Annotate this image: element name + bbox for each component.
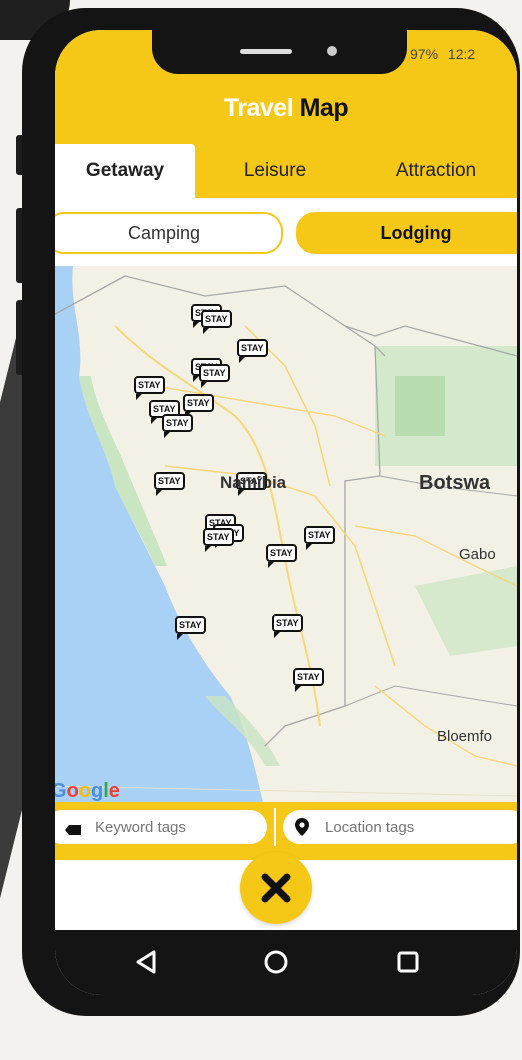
map-view[interactable]: STAY STAY STAY STAY STAY STAY STAY STAY …: [55, 266, 517, 812]
marker-label: STAY: [236, 472, 267, 490]
clock: 12:2: [447, 46, 476, 62]
phone-notch: [152, 30, 407, 74]
google-logo-letter: G: [55, 780, 67, 802]
lodging-marker[interactable]: STAY: [272, 614, 303, 638]
phone-side-button: [16, 208, 26, 283]
title-map: Map: [299, 94, 349, 122]
google-logo-letter: e: [108, 780, 120, 802]
lodging-marker[interactable]: STAY: [237, 339, 268, 363]
tag-search-bar: [55, 802, 517, 860]
lodging-marker[interactable]: STAY: [201, 310, 232, 334]
lodging-filter-button[interactable]: Lodging: [296, 212, 517, 254]
speaker: [240, 49, 292, 54]
recents-button[interactable]: [390, 944, 426, 980]
marker-label: STAY: [199, 364, 230, 382]
marker-label: STAY: [154, 472, 185, 490]
marker-label: STAY: [304, 526, 335, 544]
google-logo-letter: o: [78, 780, 91, 802]
marker-label: STAY: [237, 339, 268, 357]
lodging-marker[interactable]: STAY: [199, 364, 230, 388]
lodging-marker[interactable]: STAY: [293, 668, 324, 692]
recents-square-icon: [397, 951, 419, 973]
marker-label: STAY: [162, 414, 193, 432]
tab-attraction[interactable]: Attraction: [395, 160, 477, 181]
map-label-bloemfontein: Bloemfo: [437, 728, 493, 745]
marker-label: STAY: [134, 376, 165, 394]
keyword-tags-field[interactable]: [55, 810, 267, 844]
page-title: Travel Map: [55, 94, 517, 123]
map-label-gaborone: Gabo: [459, 546, 496, 563]
tag-icon: [65, 822, 81, 835]
google-logo-letter: g: [91, 780, 104, 802]
location-pin-icon: [295, 818, 309, 836]
location-tags-input[interactable]: [323, 817, 477, 837]
marker-label: STAY: [175, 616, 206, 634]
tab-getaway[interactable]: Getaway: [55, 144, 195, 198]
marker-label: STAY: [293, 668, 324, 686]
lodging-marker[interactable]: STAY: [203, 528, 234, 552]
lodging-marker[interactable]: STAY: [134, 376, 165, 400]
bottom-action-area: [55, 852, 517, 930]
home-button[interactable]: [258, 944, 294, 980]
lodging-marker[interactable]: STAY: [236, 472, 267, 496]
android-nav-bar: [55, 930, 517, 995]
tab-leisure[interactable]: Leisure: [243, 160, 307, 181]
close-icon: [261, 873, 291, 903]
marker-label: STAY: [272, 614, 303, 632]
phone-side-button: [16, 135, 26, 175]
marker-label: STAY: [203, 528, 234, 546]
lodging-marker[interactable]: STAY: [162, 414, 193, 438]
lodging-marker[interactable]: STAY: [183, 394, 214, 418]
close-button[interactable]: [240, 852, 312, 924]
home-circle-icon: [264, 950, 288, 974]
camping-filter-button[interactable]: Camping: [55, 212, 283, 254]
map-label-namibia: Namibia: [220, 473, 287, 492]
camera: [327, 46, 337, 56]
lodging-marker[interactable]: STAY: [154, 472, 185, 496]
marker-label: STAY: [183, 394, 214, 412]
status-bar: 97% 12:2: [397, 46, 475, 62]
keyword-tags-input[interactable]: [93, 817, 247, 837]
marker-label: STAY: [201, 310, 232, 328]
location-tags-field[interactable]: [283, 810, 517, 844]
map-background: [55, 266, 517, 812]
marker-label: STAY: [266, 544, 297, 562]
title-travel: Travel: [223, 94, 294, 122]
google-logo-letter: o: [66, 780, 79, 802]
google-logo-letter: l: [103, 780, 109, 802]
phone-frame: 97% 12:2 Travel Map Getaway Leisure Attr…: [22, 8, 520, 1016]
lodging-marker[interactable]: STAY: [266, 544, 297, 568]
lodging-marker[interactable]: STAY: [304, 526, 335, 550]
map-label-botswana: Botswa: [419, 472, 491, 494]
phone-side-button: [16, 300, 26, 375]
battery-level: 97%: [410, 46, 439, 62]
google-logo: Google: [55, 780, 120, 803]
back-button[interactable]: [129, 944, 165, 980]
search-divider: [274, 808, 276, 846]
lodging-marker[interactable]: STAY: [175, 616, 206, 640]
back-triangle-icon: [136, 950, 156, 974]
phone-screen: 97% 12:2 Travel Map Getaway Leisure Attr…: [55, 30, 517, 995]
